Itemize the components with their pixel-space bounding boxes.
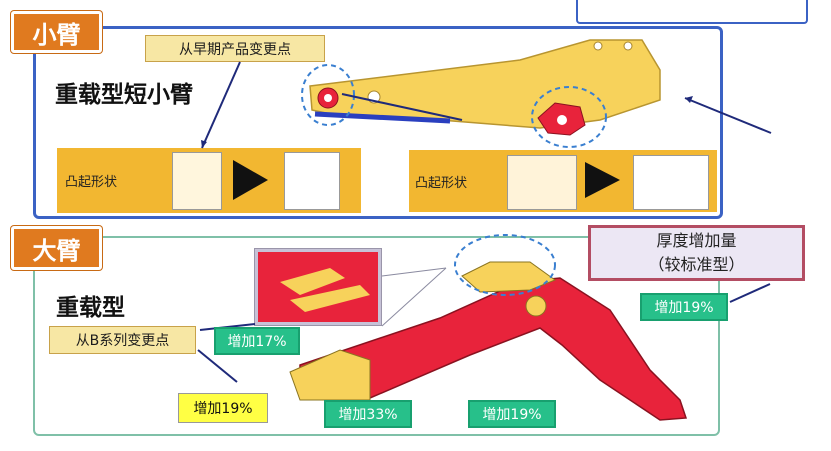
- legend-line1: 厚度增加量: [656, 231, 737, 250]
- source-tag-bottom: 从B系列变更点: [49, 326, 196, 354]
- pct-label-19-bottom-text: 增加19%: [482, 407, 542, 423]
- tab-boom-label: 大臂: [32, 236, 81, 265]
- page-title-top: 重载型短小臂: [55, 82, 193, 108]
- pct-label-33: 增加33%: [324, 400, 412, 428]
- source-tag-bottom-text: 从B系列变更点: [75, 333, 170, 349]
- pct-label-33-text: 增加33%: [338, 407, 398, 423]
- top-right-frame: [576, 0, 808, 24]
- pct-label-19-left-text: 增加19%: [193, 401, 253, 417]
- page-title-bottom: 重载型: [56, 295, 125, 321]
- pct-label-17: 增加17%: [214, 327, 300, 355]
- shape-label-right: 凸起形状: [415, 175, 468, 191]
- shape-thumb-left-before: [172, 152, 222, 210]
- shape-thumb-right-before: [507, 155, 577, 210]
- shape-thumb-left-after: [284, 152, 340, 210]
- pct-label-17-text: 增加17%: [227, 334, 287, 350]
- pct-label-19-right-text: 增加19%: [654, 300, 714, 316]
- bottom-panel: [33, 236, 720, 436]
- thickness-legend: 厚度增加量 （较标准型）: [588, 225, 805, 281]
- shape-label-left: 凸起形状: [65, 175, 118, 190]
- legend-line2: （较标准型）: [648, 255, 745, 274]
- tab-small-arm[interactable]: 小臂: [11, 11, 102, 53]
- shape-thumb-right-after: [633, 155, 709, 210]
- tab-small-arm-label: 小臂: [32, 20, 81, 49]
- source-tag-top-text: 从早期产品变更点: [179, 41, 291, 58]
- pct-label-19-bottom: 增加19%: [468, 400, 556, 428]
- tab-boom[interactable]: 大臂: [11, 226, 102, 270]
- pct-label-19-right: 增加19%: [640, 293, 728, 321]
- source-tag-top: 从早期产品变更点: [145, 35, 325, 62]
- pct-label-19-left: 增加19%: [178, 393, 268, 423]
- top-panel: [33, 26, 723, 219]
